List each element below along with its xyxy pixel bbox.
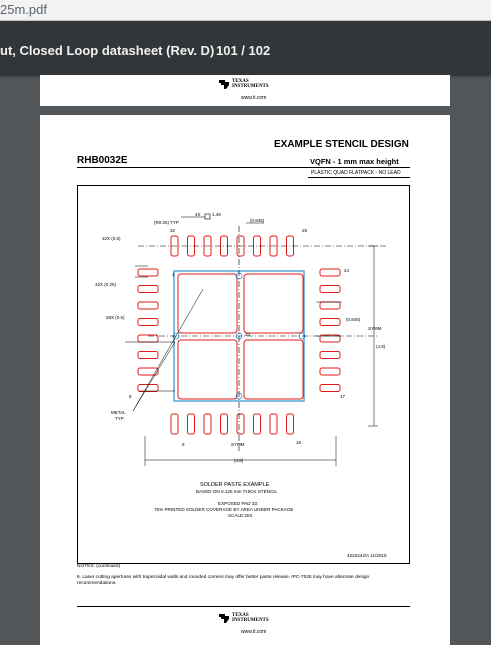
logo-line2: INSTRUMENTS bbox=[232, 618, 269, 623]
bottom-pad bbox=[187, 413, 195, 435]
label-pin-24: 24 bbox=[344, 268, 350, 273]
note-6: 6. Laser cutting apertures with trapezoi… bbox=[77, 575, 370, 586]
label-32x-0-6: 32X (0.6) bbox=[102, 236, 121, 241]
bottom-pad bbox=[269, 413, 278, 435]
left-pad bbox=[137, 367, 159, 376]
paste-window-bl bbox=[177, 339, 238, 400]
left-pad bbox=[137, 285, 159, 293]
label-0-845-right: (0.845) bbox=[346, 317, 361, 322]
label-4-8-right: (4.8) bbox=[376, 344, 386, 349]
left-pad bbox=[137, 268, 159, 277]
website-url-footer: www.ti.com bbox=[241, 629, 267, 635]
footer-rule bbox=[77, 606, 410, 607]
right-pad bbox=[319, 351, 341, 359]
left-pad bbox=[137, 318, 159, 326]
paste-window-tl bbox=[177, 273, 238, 334]
label-symm-right: SYMM bbox=[368, 326, 382, 331]
label-pin-1: 1 bbox=[172, 272, 175, 277]
label-pin-32: 32 bbox=[170, 228, 176, 233]
label-pin-16: 16 bbox=[296, 440, 302, 445]
right-pad bbox=[319, 318, 341, 326]
page-indicator[interactable]: 101 / 102 bbox=[216, 43, 271, 58]
label-pin-9: 9 bbox=[182, 442, 185, 447]
ti-logo-footer: TEXAS INSTRUMENTS bbox=[218, 612, 269, 624]
right-pad bbox=[319, 384, 341, 392]
right-pad bbox=[319, 334, 341, 343]
caption-scale: SCALE:20X bbox=[228, 513, 253, 518]
caption-title: SOLDER PASTE EXAMPLE bbox=[200, 482, 270, 488]
document-title: ut, Closed Loop datasheet (Rev. D) bbox=[0, 43, 215, 58]
current-page: EXAMPLE STENCIL DESIGN RHB0032E VQFN - 1… bbox=[40, 115, 450, 645]
label-4x: 4X bbox=[195, 212, 201, 217]
label-pin-8: 8 bbox=[129, 394, 132, 399]
label-pin-17: 17 bbox=[340, 394, 346, 399]
basic-dim-box bbox=[204, 213, 211, 220]
page-header-title: EXAMPLE STENCIL DESIGN bbox=[274, 139, 409, 150]
subtitle-rule bbox=[308, 177, 410, 178]
package-description: VQFN - 1 mm max height bbox=[310, 157, 399, 166]
label-metal: METAL bbox=[111, 410, 126, 415]
right-pad bbox=[319, 285, 341, 293]
left-pad bbox=[137, 301, 159, 310]
header-rule bbox=[77, 167, 410, 168]
previous-page: TEXAS INSTRUMENTS www.ti.com bbox=[40, 75, 450, 106]
right-pad-column bbox=[319, 268, 341, 392]
tab-title[interactable]: 25m.pdf bbox=[0, 2, 47, 17]
pdf-toolbar: ut, Closed Loop datasheet (Rev. D) 101 /… bbox=[0, 21, 491, 75]
left-pad-column bbox=[137, 268, 159, 392]
stencil-diagram bbox=[125, 213, 388, 466]
caption-coverage: 75% PRINTED SOLDER COVERAGE BY AREA UNDE… bbox=[154, 507, 294, 512]
bottom-pad-row bbox=[170, 413, 294, 435]
package-id: RHB0032E bbox=[77, 155, 128, 166]
label-4-8-bottom: (4.8) bbox=[234, 458, 244, 463]
label-0-845-top: (0.845) bbox=[250, 218, 265, 223]
label-pin-25: 25 bbox=[302, 228, 308, 233]
left-pad bbox=[137, 384, 159, 392]
paste-window-br bbox=[243, 339, 304, 400]
symmetry-lines bbox=[148, 226, 378, 451]
label-32x-0-25: 32X (0.25) bbox=[95, 282, 117, 287]
caption-stencil: BASED ON 0.125 mm THICK STENCIL bbox=[196, 489, 278, 494]
website-url: www.ti.com bbox=[241, 95, 267, 101]
label-28x-0-5: 28X (0.5) bbox=[106, 315, 125, 320]
package-subtitle: PLASTIC QUAD FLATPACK - NO LEAD bbox=[311, 170, 401, 176]
ti-logo-icon bbox=[219, 80, 229, 89]
label-radius: (R0.05) TYP bbox=[154, 220, 179, 225]
right-pad bbox=[319, 301, 341, 310]
label-box-value: 1.49 bbox=[212, 212, 221, 217]
left-pad bbox=[137, 351, 159, 359]
bottom-pad bbox=[286, 413, 294, 435]
notes-heading: NOTES: (continued) bbox=[77, 564, 121, 569]
logo-line1: TEXAS bbox=[232, 79, 249, 84]
bottom-pad bbox=[203, 413, 212, 435]
bottom-pad bbox=[236, 413, 245, 435]
bottom-pad bbox=[170, 413, 179, 435]
extension-lines bbox=[125, 216, 388, 466]
bottom-pad bbox=[220, 413, 228, 435]
caption-exposed-pad: EXPOSED PAD 33: bbox=[218, 501, 259, 506]
paste-window-tr bbox=[243, 273, 304, 334]
logo-line2: INSTRUMENTS bbox=[232, 84, 269, 89]
label-typ: TYP bbox=[115, 416, 124, 421]
label-pad-33: 33 bbox=[245, 332, 251, 337]
label-symm-bottom: SYMM bbox=[231, 442, 245, 447]
document-number: 4223442/A 11/2016 bbox=[347, 553, 387, 558]
right-pad bbox=[319, 268, 341, 277]
right-pad bbox=[319, 367, 341, 376]
browser-tab-bar: 25m.pdf bbox=[0, 0, 491, 21]
bottom-pad bbox=[253, 413, 261, 435]
ti-logo-icon bbox=[219, 614, 229, 623]
stencil-drawing: (R0.05) TYP 32X (0.6) 32X (0.25) 28X (0.… bbox=[77, 185, 410, 564]
logo-line1: TEXAS bbox=[232, 613, 249, 618]
ti-logo: TEXAS INSTRUMENTS bbox=[218, 78, 269, 90]
